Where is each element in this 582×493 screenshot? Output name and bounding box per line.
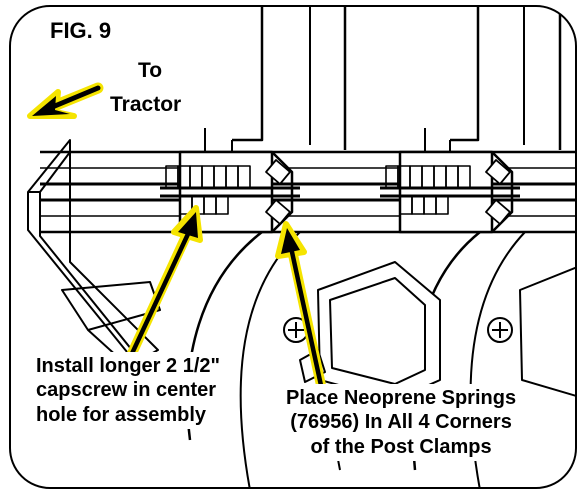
figure-title: FIG. 9	[50, 18, 112, 43]
direction-label-tractor: Tractor	[110, 93, 182, 116]
shank-post-left	[180, 6, 347, 153]
callout-line: capscrew in center	[36, 379, 217, 402]
shank-post-right	[400, 6, 562, 153]
hub-right	[487, 261, 576, 401]
figure-frame	[9, 5, 577, 489]
post-clamp-right	[380, 150, 520, 234]
callout-capscrew: Install longer 2 1/2" capscrew in center…	[32, 352, 224, 430]
pointer-arrow-icon	[275, 221, 327, 395]
callout-line: Place Neoprene Springs	[286, 387, 517, 409]
callout-line: (76956) In All 4 Corners	[290, 411, 512, 434]
arrow-up-left-icon	[27, 82, 104, 119]
direction-label-to: To	[138, 59, 163, 82]
callout-neoprene-springs: Place Neoprene Springs (76956) In All 4 …	[282, 384, 521, 462]
pointer-arrow-icon	[123, 205, 203, 367]
hub-left	[283, 261, 441, 401]
callout-line: Install longer 2 1/2"	[36, 355, 220, 377]
callout-line: of the Post Clamps	[310, 435, 492, 458]
callout-line: hole for assembly	[36, 403, 207, 426]
